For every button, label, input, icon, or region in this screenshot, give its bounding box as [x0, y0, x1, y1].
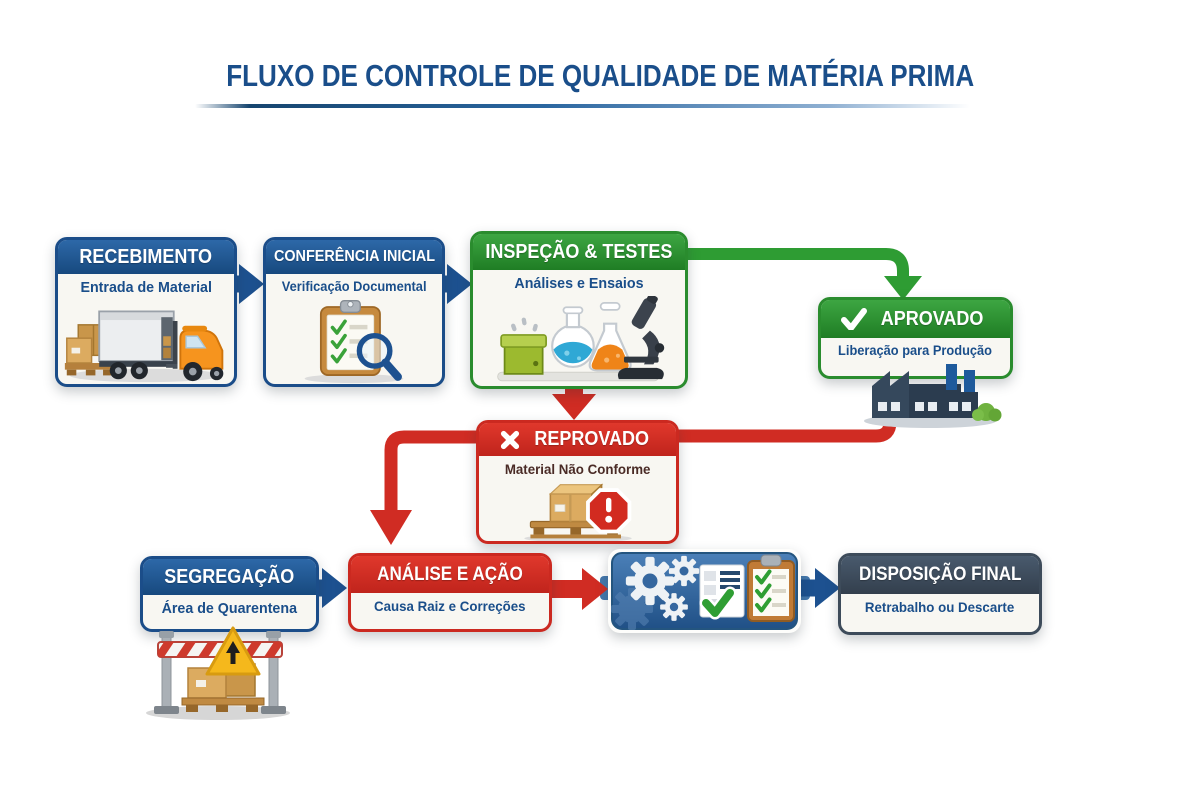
node-segregacao: SEGREGAÇÃO Área de Quarentena [140, 556, 319, 632]
node-inspecao-subtitle: Análises e Ensaios [514, 275, 644, 292]
node-aprovado: APROVADO Liberação para Produção [818, 297, 1013, 379]
node-conferencia-subtitle: Verificação Documental [281, 279, 427, 294]
node-analise-title: ANÁLISE E AÇÃO [377, 563, 523, 585]
node-segregacao-title: SEGREGAÇÃO [164, 565, 295, 588]
page-title-text: FLUXO DE CONTROLE DE QUALIDADE DE MATÉRI… [226, 58, 974, 93]
clipboard-check-shape [747, 554, 795, 622]
node-segregacao-subtitle: Área de Quarentena [161, 600, 298, 617]
node-recebimento: RECEBIMENTO Entrada de Material [55, 237, 237, 387]
node-disposicao-subtitle: Retrabalho ou Descarte [865, 599, 1015, 615]
checkmark-icon [841, 308, 868, 330]
arrow-reprovado-to-analise [384, 430, 478, 512]
arrow-recebimento-to-conferencia [225, 264, 264, 304]
clipboard-magnifier-icon [304, 300, 404, 384]
node-inspecao: INSPEÇÃO & TESTES Análises e Ensaios [470, 231, 688, 389]
document-check-shape [699, 564, 745, 620]
node-analise-header: ANÁLISE E AÇÃO [351, 556, 549, 593]
arrow-analise-to-processo [542, 568, 608, 610]
arrow-segregacao-to-analise [308, 568, 347, 608]
lab-flasks-microscope-icon [497, 296, 665, 382]
node-disposicao-title: DISPOSIÇÃO FINAL [858, 564, 1022, 585]
gears-checklist-icon [611, 552, 798, 630]
node-aprovado-subtitle: Liberação para Produção [838, 343, 993, 358]
node-reprovado-header: REPROVADO [479, 423, 676, 456]
quarantine-barrier-icon [146, 626, 290, 720]
node-reprovado: REPROVADO Material Não Conforme [476, 420, 679, 544]
node-inspecao-header: INSPEÇÃO & TESTES [473, 234, 685, 270]
arrowhead-inspecao-to-aprovado [884, 276, 922, 300]
microscope-shape [617, 296, 665, 380]
node-analise: ANÁLISE E AÇÃO Causa Raiz e Correções [348, 553, 552, 632]
arrow-inspecao-to-aprovado [680, 248, 909, 278]
node-analise-subtitle: Causa Raiz e Correções [374, 598, 526, 614]
node-recebimento-header: RECEBIMENTO [58, 240, 234, 274]
title-underline [195, 104, 970, 108]
node-disposicao: DISPOSIÇÃO FINAL Retrabalho ou Descarte [838, 553, 1042, 635]
node-processo [608, 549, 801, 633]
arrow-inspecao-to-reprovado [552, 380, 596, 420]
node-aprovado-header: APROVADO [821, 300, 1010, 338]
node-conferencia-title: CONFERÊNCIA INICIAL [273, 248, 435, 265]
node-conferencia: CONFERÊNCIA INICIAL Verificação Document… [263, 237, 445, 387]
truck-loading-icon [64, 310, 224, 383]
node-reprovado-title: REPROVADO [534, 428, 649, 450]
page-title: FLUXO DE CONTROLE DE QUALIDADE DE MATÉRI… [0, 58, 1200, 94]
factory-icon [864, 364, 1002, 428]
node-recebimento-subtitle: Entrada de Material [80, 279, 212, 296]
node-reprovado-subtitle: Material Não Conforme [504, 461, 651, 477]
arrow-conferencia-to-inspecao [433, 264, 472, 304]
rejected-pallet-stop-icon [523, 483, 632, 541]
node-disposicao-header: DISPOSIÇÃO FINAL [841, 556, 1039, 594]
node-segregacao-header: SEGREGAÇÃO [143, 559, 316, 595]
node-recebimento-title: RECEBIMENTO [79, 245, 213, 268]
arrow-reprovado-to-aprovado [670, 400, 897, 443]
node-inspecao-title: INSPEÇÃO & TESTES [485, 240, 673, 263]
x-icon [500, 430, 519, 449]
arrow-processo-to-disposicao [797, 568, 840, 608]
node-aprovado-title: APROVADO [881, 307, 984, 330]
arrowhead-reprovado-to-analise [370, 510, 412, 545]
node-conferencia-header: CONFERÊNCIA INICIAL [266, 240, 442, 274]
